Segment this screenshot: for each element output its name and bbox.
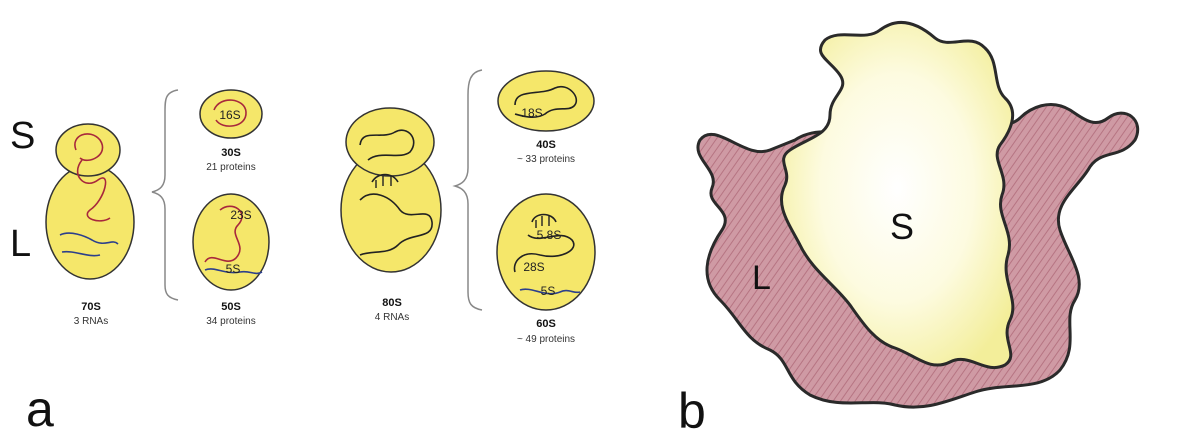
small-subunit-side-label: S bbox=[10, 115, 35, 157]
large-subunit-label: L bbox=[752, 259, 771, 297]
subunit-30s: 16S 30S 21 proteins bbox=[200, 90, 262, 173]
ribosome-70s: 70S 3 RNAs bbox=[46, 124, 134, 327]
eukaryote-brace bbox=[455, 70, 482, 310]
small-subunit-shape bbox=[56, 124, 120, 176]
subunit-30s-detail: 21 proteins bbox=[206, 162, 255, 173]
subunit-50s-name: 50S bbox=[221, 301, 241, 313]
rna-18s-label: 18S bbox=[521, 106, 542, 120]
subunit-40s: 18S 40S ~ 33 proteins bbox=[498, 71, 594, 165]
rna-16s-label: 16S bbox=[219, 108, 240, 122]
subunit-50s: 23S 5S 50S 34 proteins bbox=[193, 194, 269, 327]
panel-a: S L a 70S 3 RNAs 16S 30S 21 proteins bbox=[10, 70, 595, 431]
subunit-60s-name: 60S bbox=[536, 318, 556, 330]
subunit-50s-detail: 34 proteins bbox=[206, 316, 255, 327]
prokaryote-brace bbox=[152, 90, 178, 300]
ribosome-80s-detail: 4 RNAs bbox=[375, 312, 409, 323]
small-subunit-label: S bbox=[890, 206, 914, 247]
rna-5s-label: 5S bbox=[541, 284, 556, 298]
large-subunit-side-label: L bbox=[10, 223, 31, 265]
panel-b: L S b bbox=[678, 22, 1138, 431]
rna-5s-label: 5S bbox=[226, 262, 241, 276]
rna-5-8s-label: 5.8S bbox=[537, 228, 562, 242]
ribosome-70s-detail: 3 RNAs bbox=[74, 316, 108, 327]
subunit-40s-detail: ~ 33 proteins bbox=[517, 154, 575, 165]
subunit-shape bbox=[498, 71, 594, 131]
large-subunit-shape bbox=[46, 165, 134, 279]
subunit-60s-detail: ~ 49 proteins bbox=[517, 334, 575, 345]
rna-28s-label: 28S bbox=[523, 260, 544, 274]
subunit-30s-name: 30S bbox=[221, 147, 241, 159]
ribosome-70s-name: 70S bbox=[81, 301, 101, 313]
panel-a-letter: a bbox=[26, 381, 54, 431]
panel-b-letter: b bbox=[678, 383, 706, 431]
ribosome-80s: 80S 4 RNAs bbox=[341, 108, 441, 323]
rna-23s-label: 23S bbox=[230, 208, 251, 222]
small-subunit-shape bbox=[346, 108, 434, 176]
ribosome-80s-name: 80S bbox=[382, 297, 402, 309]
subunit-40s-name: 40S bbox=[536, 139, 556, 151]
subunit-60s: 5.8S 28S 5S 60S ~ 49 proteins bbox=[497, 194, 595, 345]
